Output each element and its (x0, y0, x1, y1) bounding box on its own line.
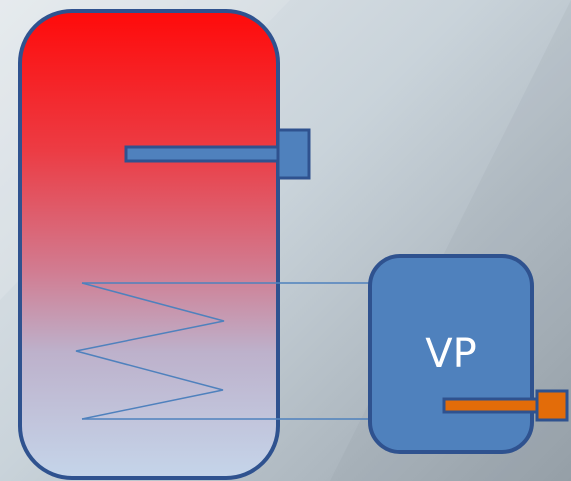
heat-pump-label: VP (425, 331, 477, 377)
heater-rod-flange (276, 128, 311, 180)
heater-rod (124, 145, 282, 163)
water-tank (18, 9, 280, 480)
outlet-pipe-flange (535, 389, 569, 422)
outlet-pipe (442, 397, 541, 414)
heat-exchanger-coil (75, 282, 225, 420)
